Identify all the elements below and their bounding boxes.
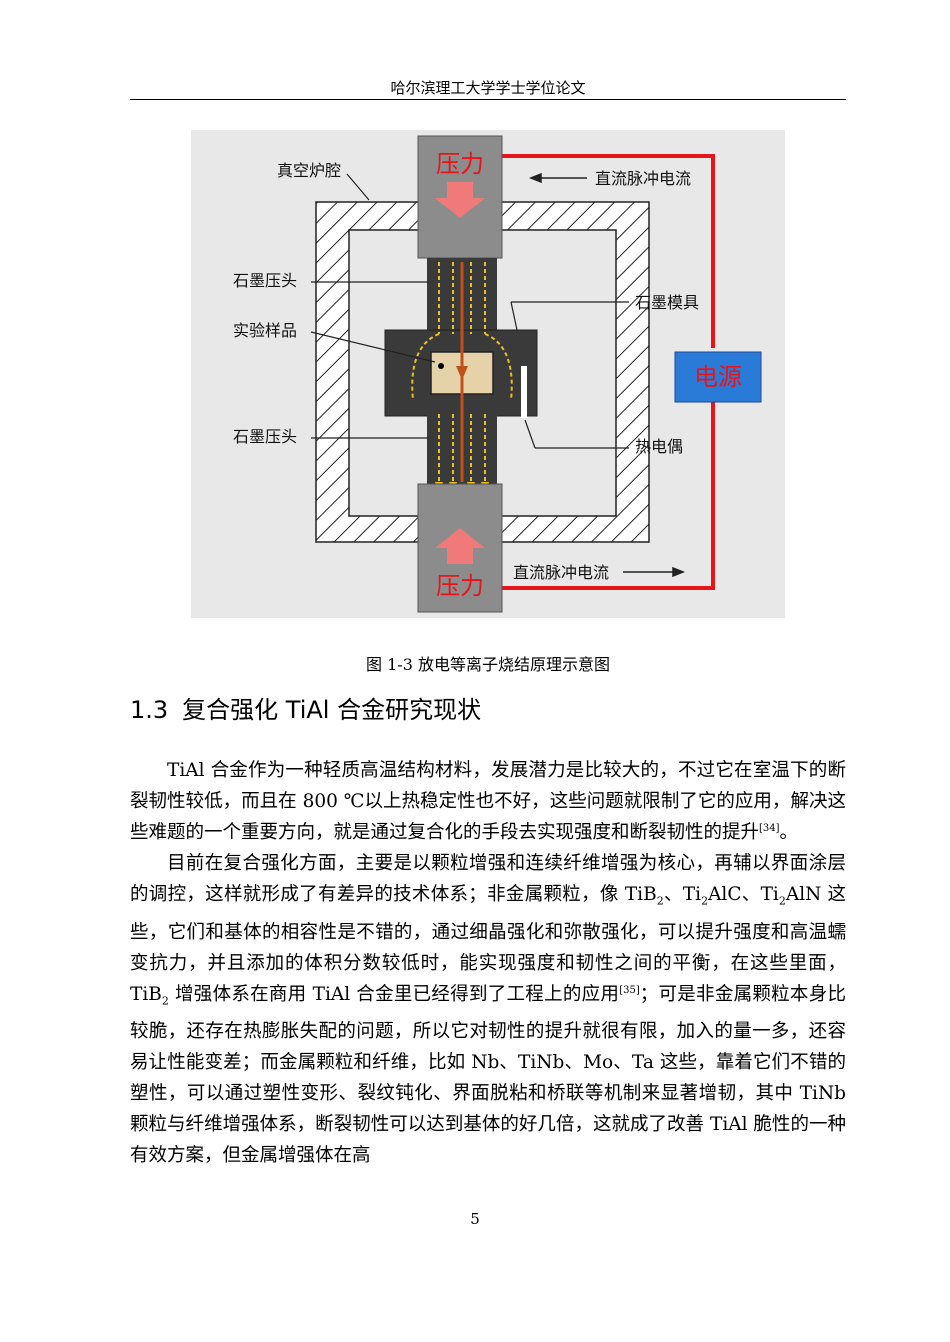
dc-arrows: [528, 172, 686, 578]
body-text: TiAl 合金作为一种轻质高温结构材料，发展潜力是比较大的，不过它在室温下的断裂…: [130, 755, 846, 1171]
label-thermocouple: 热电偶: [635, 437, 683, 456]
label-graphite-die: 石墨模具: [635, 293, 699, 312]
pressure-label-top: 压力: [436, 150, 484, 178]
p1-end: 。: [779, 822, 799, 843]
sps-diagram-svg: 电源 压力: [233, 135, 762, 613]
subscript: 2: [656, 894, 664, 908]
power-supply-label: 电源: [694, 363, 742, 391]
running-header: 哈尔滨理工大学学士学位论文: [390, 79, 586, 97]
label-graphite-punch-bottom: 石墨压头: [233, 427, 297, 446]
paragraph-1: TiAl 合金作为一种轻质高温结构材料，发展潜力是比较大的，不过它在室温下的断裂…: [130, 755, 846, 848]
thermocouple-probe: [521, 366, 527, 418]
label-dc-pulse-top: 直流脉冲电流: [595, 169, 691, 188]
power-supply-box: [674, 351, 762, 403]
figure-caption: 图 1-3 放电等离子烧结原理示意图: [366, 655, 610, 674]
citation-34: [34]: [759, 823, 780, 834]
p2-text-b: 、Ti: [663, 884, 702, 905]
subscript: 2: [701, 894, 709, 908]
subscript: 2: [161, 994, 169, 1008]
p2-text-c: AlC、Ti: [708, 884, 779, 905]
citation-35: [35]: [619, 984, 640, 996]
p1-text: TiAl 合金作为一种轻质高温结构材料，发展潜力是比较大的，不过它在室温下的断裂…: [130, 760, 846, 843]
leader-lines: [310, 173, 629, 449]
sample-dot: [438, 363, 444, 369]
pressure-label-bottom: 压力: [436, 572, 484, 600]
p2-text-a: 目前在复合强化方面，主要是以颗粒增强和连续纤维增强为核心，再辅以界面涂层的调控，…: [130, 853, 846, 905]
label-graphite-punch-top: 石墨压头: [233, 271, 297, 290]
vacuum-chamber-wall: [315, 201, 650, 543]
current-flow-arrows: [411, 262, 513, 482]
paragraph-2: 目前在复合强化方面，主要是以颗粒增强和连续纤维增强为核心，再辅以界面涂层的调控，…: [130, 848, 846, 1171]
label-sample: 实验样品: [233, 321, 297, 340]
label-dc-pulse-bottom: 直流脉冲电流: [513, 563, 609, 582]
p2-text-f: ；可是非金属颗粒本身比较脆，还存在热膨胀失配的问题，所以它对韧性的提升就很有限，…: [130, 983, 846, 1167]
header-rule: [130, 99, 846, 100]
current-wire: [502, 154, 715, 348]
current-wire-return: [502, 396, 715, 590]
pressure-arrow-down: [435, 182, 485, 218]
p2-text-e: 增强体系在商用 TiAl 合金里已经得到了工程上的应用: [168, 983, 620, 1005]
central-arrow-head: [456, 366, 468, 380]
sps-schematic-figure: 电源 压力: [191, 130, 785, 618]
p2-text-d: AlN 这些，它们和基体的相容性是不错的，通过细晶强化和弥散强化，可以提升强度和…: [130, 884, 846, 1005]
section-title-text: 复合强化 TiAl 合金研究现状: [182, 696, 482, 724]
page-number: 5: [470, 1210, 480, 1228]
section-heading: 1.3 复合强化 TiAl 合金研究现状: [130, 690, 481, 725]
section-number: 1.3: [130, 696, 169, 724]
pressure-arrow-up: [435, 528, 485, 564]
label-vacuum-chamber: 真空炉腔: [277, 161, 341, 180]
subscript: 2: [778, 894, 786, 908]
